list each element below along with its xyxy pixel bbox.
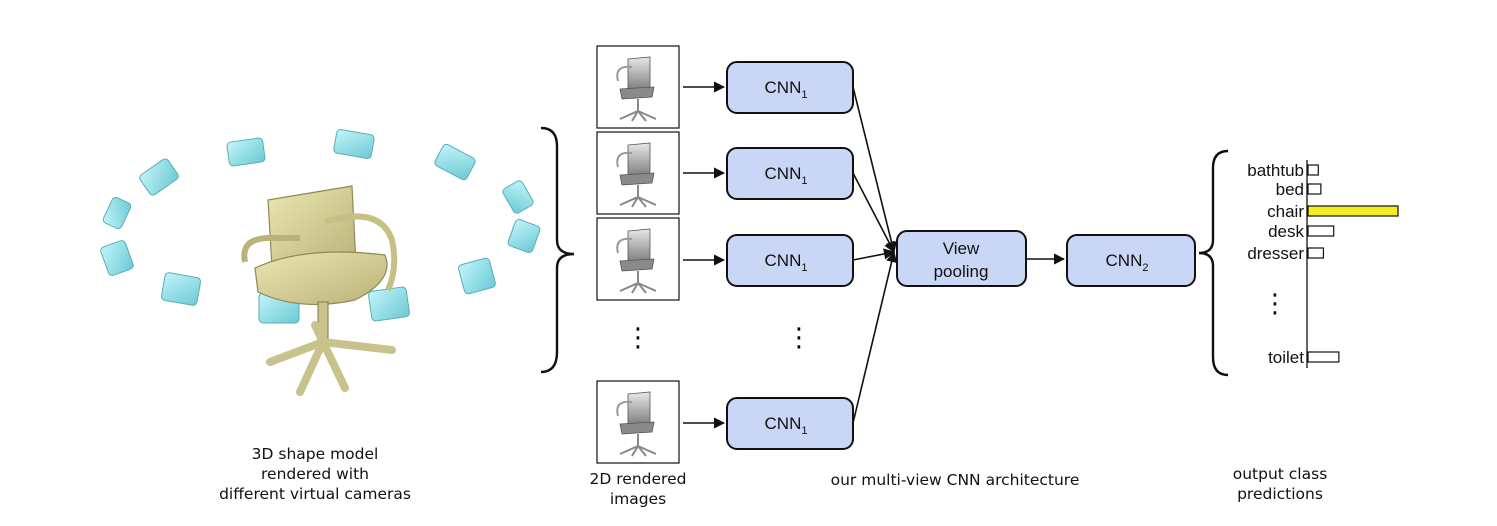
prediction-bar bbox=[1307, 247, 1325, 259]
cnn-label: CNN2 bbox=[1106, 251, 1149, 274]
views-ellipsis: ⋮ bbox=[625, 323, 651, 353]
caption-line: different virtual cameras bbox=[219, 485, 411, 503]
caption-line: output class bbox=[1232, 465, 1328, 483]
cnn-to-pooling-arrow bbox=[852, 172, 895, 253]
camera-icon bbox=[333, 129, 375, 159]
rendered-view-thumbnail bbox=[596, 45, 680, 129]
camera-icon bbox=[502, 180, 534, 214]
class-label: chair bbox=[1267, 202, 1304, 221]
rendered-view-thumbnail bbox=[596, 131, 680, 215]
camera-icon bbox=[368, 286, 410, 322]
cnn1-box: CNN1 bbox=[726, 397, 854, 450]
cnn-label: CNN1 bbox=[765, 164, 808, 187]
caption-line: rendered with bbox=[261, 465, 369, 483]
caption-line: images bbox=[609, 490, 667, 508]
caption-line: predictions bbox=[1237, 485, 1323, 503]
cnn1-box: CNN1 bbox=[726, 147, 854, 200]
chair-3d-model bbox=[100, 129, 541, 396]
rendered-views bbox=[596, 45, 680, 464]
camera-icon bbox=[226, 137, 266, 167]
prediction-bar bbox=[1307, 225, 1335, 237]
output-caption: output class predictions bbox=[1215, 464, 1345, 504]
camera-icon bbox=[139, 158, 179, 196]
cnn-to-pooling-arrow bbox=[852, 250, 898, 424]
connections bbox=[683, 81, 1066, 429]
cnn-label: CNN1 bbox=[765, 414, 808, 437]
cnn-label: CNN1 bbox=[765, 251, 808, 274]
camera-icon bbox=[434, 143, 476, 181]
cnn1-box: CNN1 bbox=[726, 61, 854, 114]
view-pooling-label: View bbox=[943, 239, 980, 258]
architecture-caption: our multi-view CNN architecture bbox=[790, 470, 1120, 490]
view-pooling-label: pooling bbox=[934, 262, 989, 281]
class-label: bathtub bbox=[1247, 161, 1304, 180]
cnn-label: CNN1 bbox=[765, 78, 808, 101]
view-pooling-box: View pooling bbox=[896, 230, 1027, 287]
output-bracket bbox=[1198, 149, 1229, 377]
caption-line: 2D rendered bbox=[589, 470, 687, 488]
rendered-view-thumbnail bbox=[596, 380, 680, 464]
class-label: bed bbox=[1276, 180, 1304, 199]
cnn-ellipsis: ⋮ bbox=[786, 323, 812, 353]
class-ellipsis: ⋮ bbox=[1262, 289, 1288, 319]
virtual-camera-icons bbox=[100, 129, 541, 324]
rendered-images-caption: 2D rendered images bbox=[568, 469, 708, 509]
prediction-bar bbox=[1307, 183, 1322, 195]
class-label: dresser bbox=[1247, 244, 1304, 263]
class-label: toilet bbox=[1268, 348, 1304, 367]
chair-icon bbox=[241, 185, 398, 396]
rendered-view-thumbnail bbox=[596, 217, 680, 301]
camera-icon bbox=[102, 196, 132, 230]
shape-model-caption: 3D shape model rendered with different v… bbox=[190, 444, 440, 504]
cnn-to-pooling-arrow bbox=[852, 248, 896, 261]
cnn2-box: CNN2 bbox=[1066, 234, 1196, 287]
caption-line: our multi-view CNN architecture bbox=[830, 471, 1080, 489]
prediction-bar bbox=[1307, 205, 1399, 217]
cnn-to-pooling-arrow bbox=[852, 86, 898, 254]
caption-line: 3D shape model bbox=[251, 445, 379, 463]
prediction-bar bbox=[1307, 351, 1340, 363]
prediction-bar bbox=[1307, 164, 1319, 176]
camera-icon bbox=[507, 219, 541, 253]
camera-icon bbox=[100, 240, 134, 276]
class-label: desk bbox=[1268, 222, 1304, 241]
camera-icon bbox=[160, 272, 202, 306]
camera-icon bbox=[458, 257, 496, 295]
views-bracket bbox=[540, 126, 575, 374]
cnn1-box: CNN1 bbox=[726, 234, 854, 287]
